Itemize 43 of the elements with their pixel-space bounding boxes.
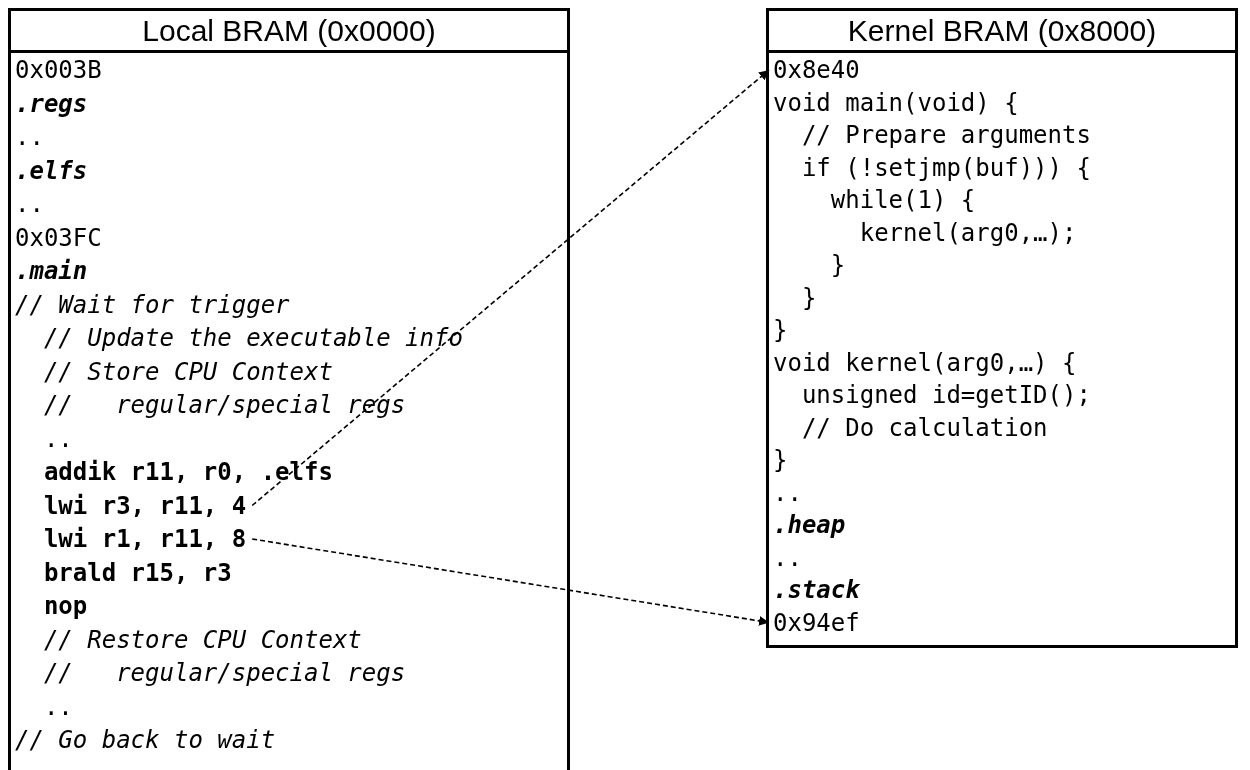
code-line: } bbox=[830, 250, 846, 280]
code-line: void kernel(arg0,…) { bbox=[773, 347, 1077, 378]
code-line: // regular/special regs bbox=[43, 658, 406, 688]
code-line: } bbox=[773, 445, 788, 475]
code-line: 0x03FC bbox=[15, 222, 102, 253]
code-line: // Restore CPU Context bbox=[43, 624, 362, 655]
code-line: 0x94ef bbox=[773, 607, 860, 638]
code-line: // Prepare arguments bbox=[801, 120, 1091, 150]
code-line: lwi r3, r11, 4 bbox=[43, 490, 247, 521]
code-line: .. bbox=[15, 189, 44, 219]
code-line: // Do calculation bbox=[801, 412, 1048, 443]
memory-box bbox=[766, 8, 1238, 648]
code-line: void main(void) { bbox=[773, 87, 1019, 118]
code-line: // regular/special regs bbox=[43, 390, 406, 420]
code-line: } bbox=[801, 282, 817, 313]
code-line: brald r15, r3 bbox=[43, 557, 232, 588]
code-line: nop bbox=[43, 591, 88, 621]
code-line: if (!setjmp(buf))) { bbox=[801, 152, 1091, 183]
code-line: .heap bbox=[773, 510, 846, 540]
memory-box bbox=[8, 8, 570, 770]
code-line: .regs bbox=[15, 88, 88, 119]
code-line: unsigned id=getID(); bbox=[801, 380, 1091, 410]
code-line: .. bbox=[43, 423, 73, 454]
code-line: while(1) { bbox=[830, 185, 976, 215]
code-line: } bbox=[773, 315, 788, 345]
code-line: addik r11, r0, .elfs bbox=[43, 457, 333, 487]
code-line: // Go back to wait bbox=[15, 725, 276, 755]
code-line: // Store CPU Context bbox=[43, 356, 333, 387]
code-line: 0x8e40 bbox=[773, 55, 860, 85]
code-line: lwi r1, r11, 8 bbox=[43, 524, 247, 554]
code-line: // Wait for trigger bbox=[15, 289, 290, 320]
code-line: 0x003B bbox=[15, 55, 102, 85]
code-line: .. bbox=[43, 691, 73, 722]
code-line: .. bbox=[773, 477, 802, 508]
code-line: kernel(arg0,…); bbox=[859, 217, 1077, 248]
code-line: .. bbox=[15, 122, 44, 152]
code-line: .stack bbox=[773, 575, 860, 605]
code-line: // Update the executable info bbox=[43, 323, 463, 353]
code-line: .elfs bbox=[15, 155, 88, 186]
code-line: .. bbox=[773, 542, 802, 573]
box-title: Local BRAM (0x0000) bbox=[141, 13, 437, 49]
box-title: Kernel BRAM (0x8000) bbox=[846, 13, 1158, 49]
code-line: .main bbox=[15, 256, 88, 286]
